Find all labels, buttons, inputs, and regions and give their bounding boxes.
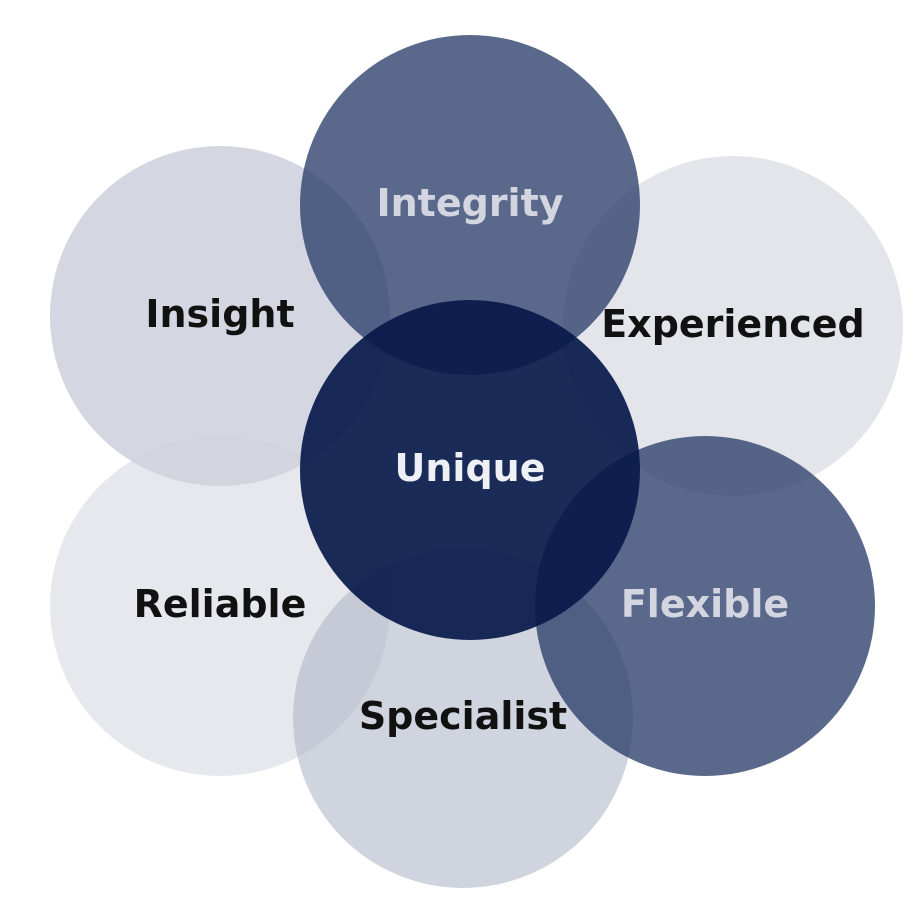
circles-layer <box>50 35 903 888</box>
label-specialist: Specialist <box>359 694 567 738</box>
label-experienced: Experienced <box>601 302 865 346</box>
label-unique: Unique <box>395 446 546 490</box>
label-integrity: Integrity <box>376 181 563 225</box>
circle-integrity <box>300 35 640 375</box>
label-reliable: Reliable <box>134 582 307 626</box>
circle-experienced <box>563 156 903 496</box>
circle-unique <box>300 300 640 640</box>
label-insight: Insight <box>145 292 294 336</box>
label-flexible: Flexible <box>621 582 789 626</box>
